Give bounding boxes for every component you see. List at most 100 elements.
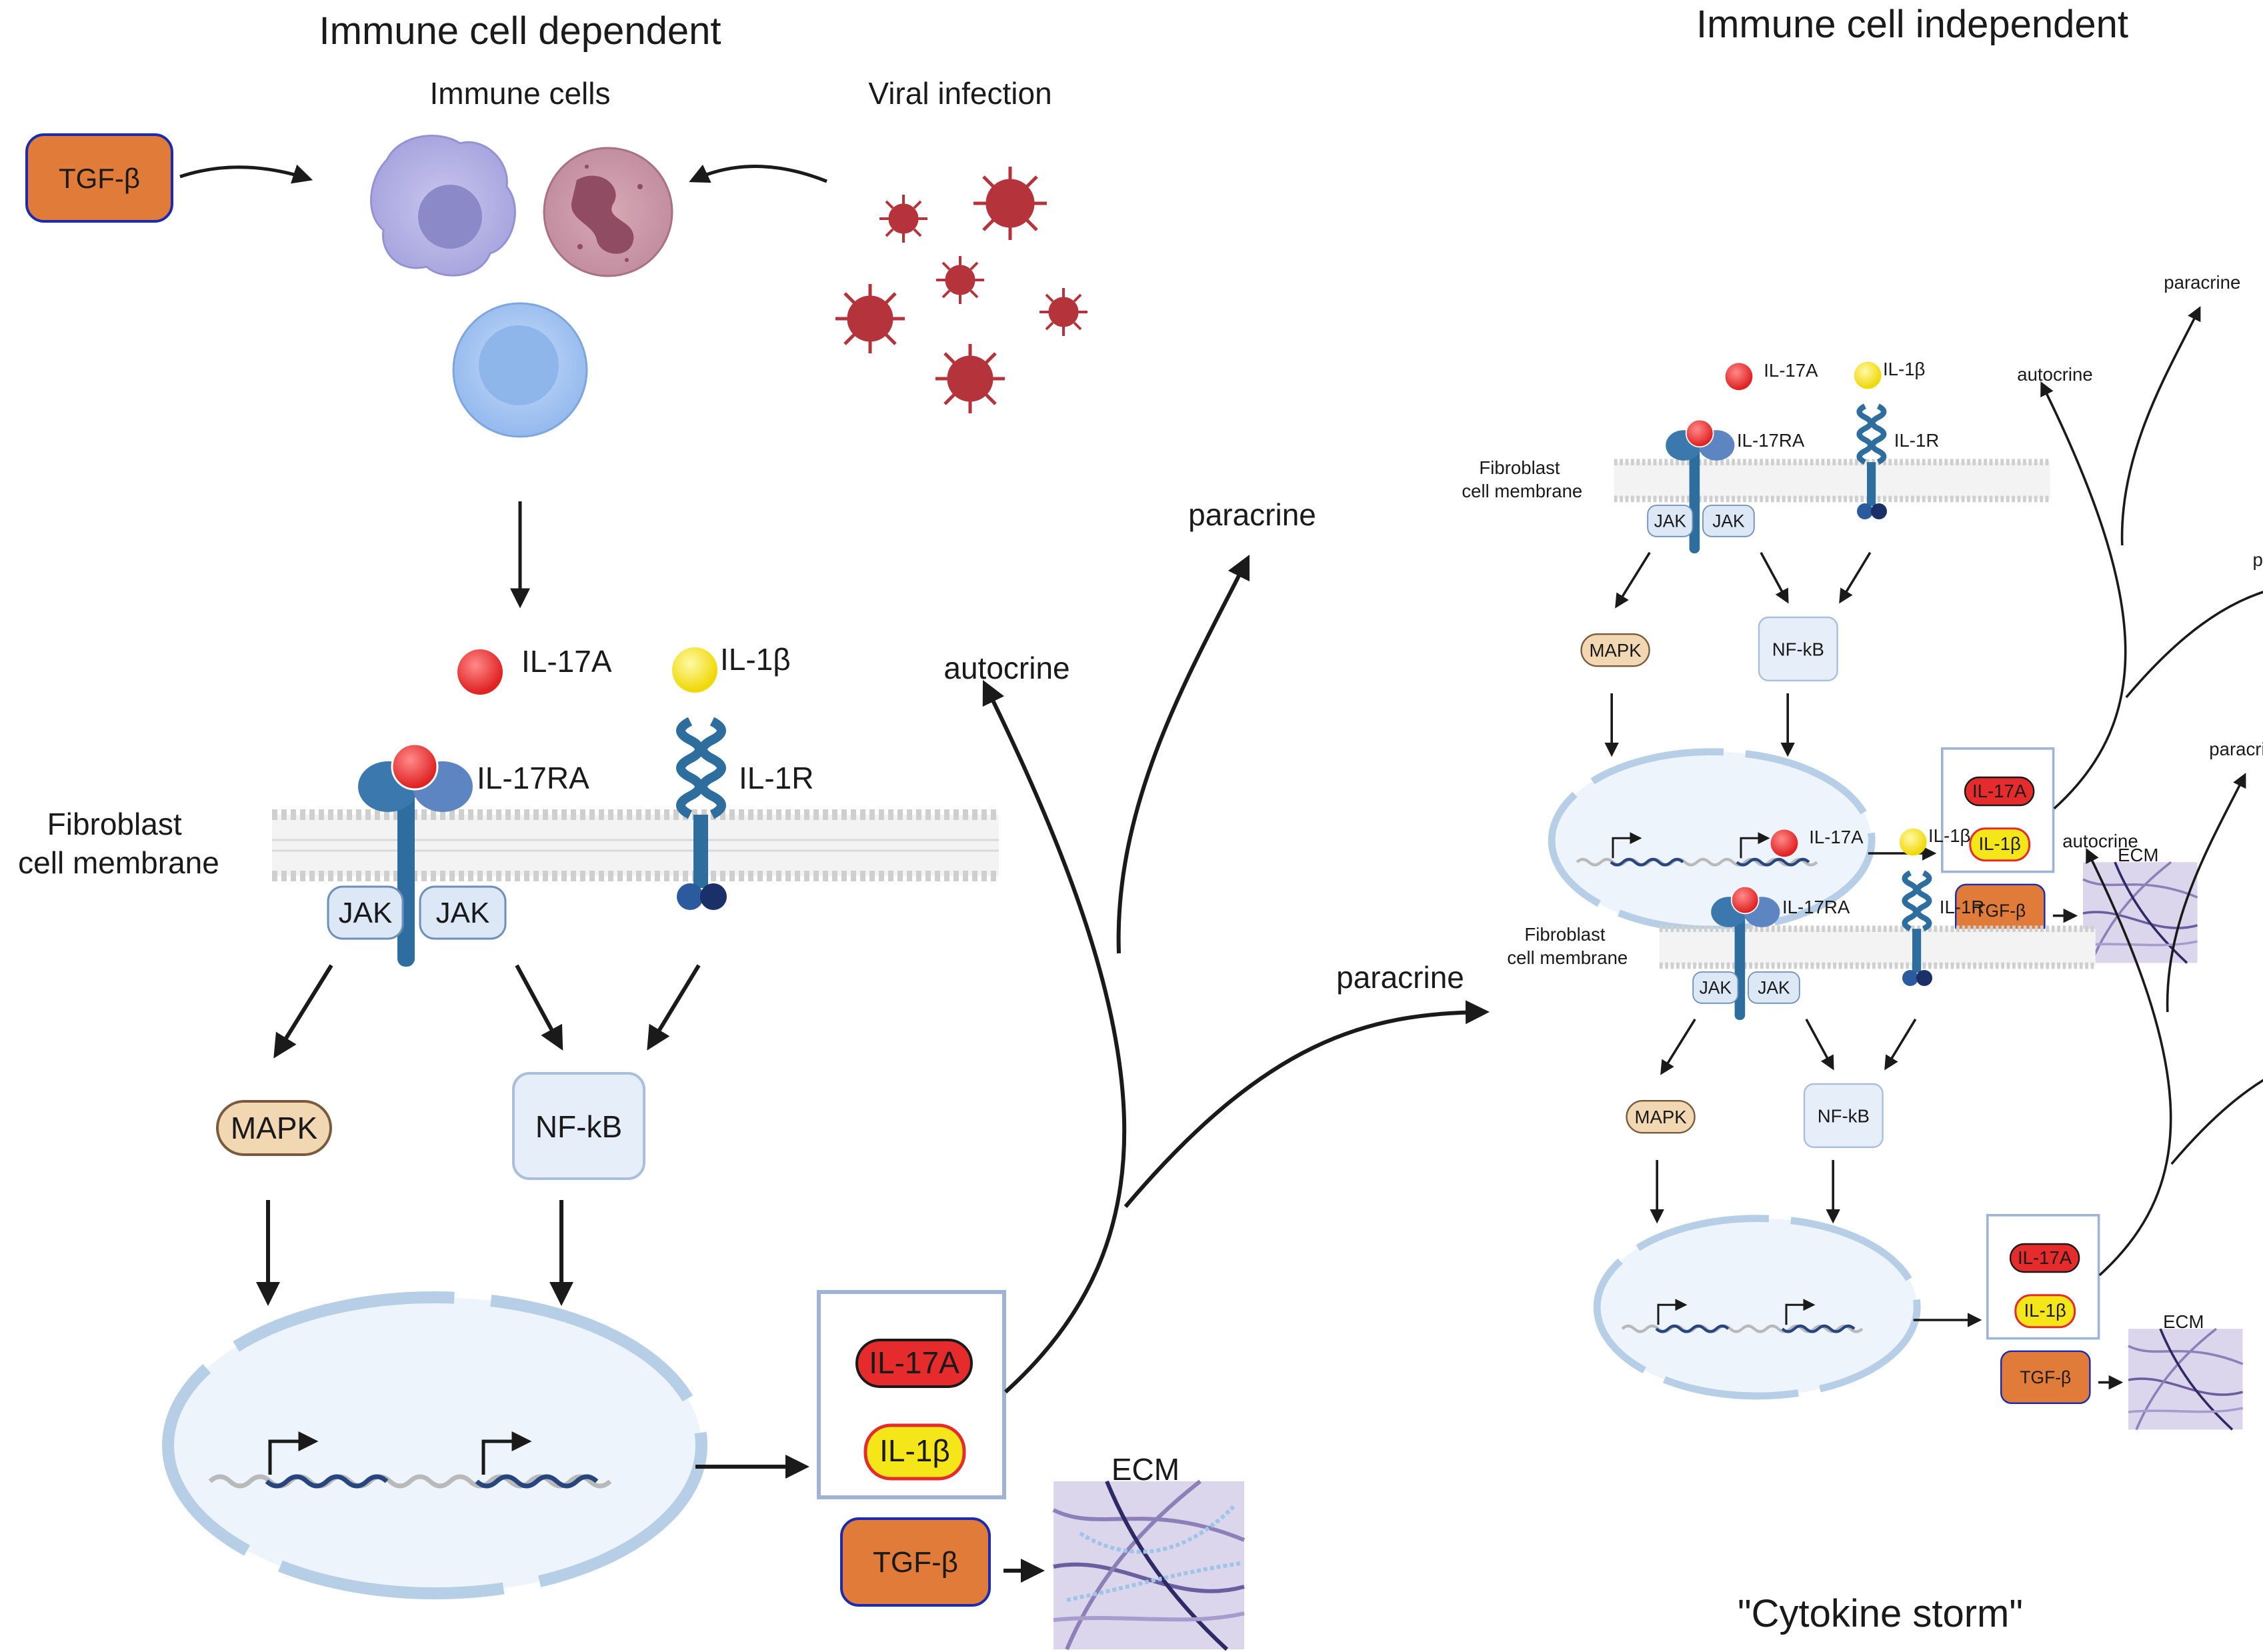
mini-arrow <box>1660 1018 1696 1075</box>
mini-nfkb-label: NF-kB <box>1818 1106 1870 1127</box>
lymphocyte-icon <box>452 302 588 438</box>
mini-tgf: TGF-β <box>2000 1350 2091 1405</box>
jak-left-label: JAK <box>339 897 393 929</box>
cytokine-storm-label: "Cytokine storm" <box>1738 1592 2023 1635</box>
mini-tgf-label: TGF-β <box>1974 901 2026 921</box>
membrane-label: Fibroblast cell membrane <box>18 807 219 880</box>
arrow-paracrine-right <box>1123 1000 1490 1208</box>
il1b-ligand-icon <box>672 647 717 693</box>
mini-il1r-icon <box>1856 403 1887 520</box>
mini-il1r-label: IL-1R <box>1894 430 1939 451</box>
promoter-arrow-icon <box>481 1431 532 1475</box>
mini-tgf-label: TGF-β <box>2020 1367 2071 1387</box>
immune-cells-label: Immune cells <box>430 76 611 111</box>
mini-il17ra-label: IL-17RA <box>1737 430 1805 451</box>
gene-segment <box>475 1474 599 1489</box>
mini-paracrine-top-label: paracrine <box>2209 739 2263 759</box>
il17ra-label: IL-17RA <box>477 761 589 795</box>
mini-jak-left: JAK <box>1692 971 1739 1004</box>
mini-arrow <box>2086 847 2172 1277</box>
mini-autocrine-label: autocrine <box>2017 364 2093 385</box>
jak-right-label: JAK <box>436 897 490 929</box>
mini-arrow <box>1805 1018 1834 1071</box>
virus-icon <box>935 344 1005 413</box>
mini-nfkb: NF-kB <box>1803 1083 1884 1149</box>
mini-il1r-icon <box>1902 870 1932 986</box>
nucleus <box>162 1291 707 1599</box>
promoter-arrow-icon <box>268 1431 319 1475</box>
mini-jak-right-label: JAK <box>1712 511 1745 531</box>
mini-panel-2: IL-17A IL-1β Fibroblast cell membrane IL… <box>1507 739 2263 1431</box>
mini-out-il1b-label: IL-1β <box>2024 1300 2066 1321</box>
mini-nucleus <box>1593 1215 1921 1400</box>
mini-arrow <box>2166 773 2246 1013</box>
mini-nucleus <box>1548 748 1876 933</box>
mini-arrow <box>2040 381 2127 810</box>
mini-ecm-icon <box>2128 1327 2244 1431</box>
mini-arrow <box>1839 551 1872 604</box>
output-il1b-pill: IL-1β <box>863 1423 966 1481</box>
output-il17a-pill: IL-17A <box>855 1339 973 1388</box>
mini-il17a-icon <box>1770 829 1798 857</box>
mini-membrane <box>1614 459 2050 503</box>
mini-membrane-line2: cell membrane <box>1462 481 1582 501</box>
mini-membrane-label: Fibroblast cell membrane <box>1507 924 1628 968</box>
jak-left-box: JAK <box>327 885 404 940</box>
tgf-beta-input-label: TGF-β <box>59 163 140 194</box>
virus-icon <box>835 284 905 353</box>
panel-title-right: Immune cell independent <box>1696 3 2128 46</box>
il17a-ligand-icon <box>457 649 503 695</box>
mini-nfkb: NF-kB <box>1758 616 1838 682</box>
output-tgf-beta-label: TGF-β <box>873 1546 958 1579</box>
mini-il17a-label: IL-17A <box>1809 827 1864 847</box>
immune-cell-dependent-panel: Immune cell dependent Immune cells Viral… <box>18 9 1490 1651</box>
mini-il1r-label: IL-1R <box>1940 897 1984 917</box>
mini-paracrine-top-label: paracrine <box>2164 272 2240 293</box>
autocrine-label: autocrine <box>943 651 1069 685</box>
mini-arrow <box>2170 1079 2263 1165</box>
cytokine-output-box: IL-17A IL-1β <box>817 1290 1006 1499</box>
tgf-beta-input-box: TGF-β <box>25 133 173 223</box>
mini-jak-left-label: JAK <box>1654 511 1687 531</box>
il1b-ligand-label: IL-1β <box>720 642 791 677</box>
mini-il1b-label: IL-1β <box>1928 825 1970 846</box>
immune-cell-independent-panels: IL-17A IL-1β Fibroblast cell membrane IL… <box>1462 272 2263 1431</box>
output-il1b-label: IL-1β <box>879 1433 950 1468</box>
mini-output-box: IL-17A IL-1β <box>1941 747 2055 873</box>
mini-ecm-label: ECM <box>2118 845 2158 865</box>
mini-il17ra-icon <box>1666 419 1735 554</box>
gene-segment <box>265 1474 389 1489</box>
mini-jak-left: JAK <box>1647 505 1694 537</box>
arrow-to-mapk <box>273 964 333 1059</box>
mini-output-box: IL-17A IL-1β <box>1986 1214 2100 1340</box>
mini-arrow <box>2120 306 2201 546</box>
mini-tgf: TGF-β <box>1955 883 2046 938</box>
mini-membrane <box>1659 925 2096 969</box>
virus-icon <box>973 167 1047 240</box>
arrow-paracrine-top <box>1116 554 1250 954</box>
mini-arrow <box>1615 551 1651 609</box>
mini-autocrine-label: autocrine <box>2062 831 2138 851</box>
mini-jak-right: JAK <box>1702 505 1755 537</box>
mini-mapk: MAPK <box>1626 1100 1696 1134</box>
mini-mapk-label: MAPK <box>1634 1107 1687 1127</box>
mini-arrow <box>1884 1018 1917 1071</box>
mini-arrow <box>2125 591 2263 699</box>
mini-jak-right: JAK <box>1748 971 1800 1004</box>
virus-icon <box>879 195 927 243</box>
mini-out-il17a-label: IL-17A <box>2018 1247 2072 1268</box>
il1r-label: IL-1R <box>739 761 813 795</box>
neutrophil-icon <box>543 147 673 277</box>
paracrine-right-label: paracrine <box>1336 960 1464 995</box>
nfkb-node: NF-kB <box>512 1072 645 1180</box>
mini-jak-left-label: JAK <box>1700 977 1732 997</box>
ecm-label: ECM <box>1111 1452 1180 1487</box>
mini-il17a-label: IL-17A <box>1764 360 1818 381</box>
mapk-node: MAPK <box>216 1100 332 1156</box>
mini-il1b-icon <box>1899 828 1927 856</box>
mini-mapk: MAPK <box>1580 633 1650 667</box>
paracrine-top-label: paracrine <box>1188 497 1316 532</box>
mini-ecm-label: ECM <box>2163 1311 2204 1332</box>
mini-membrane-line2: cell membrane <box>1507 947 1628 968</box>
mini-out-il17a-label: IL-17A <box>1972 781 2027 801</box>
